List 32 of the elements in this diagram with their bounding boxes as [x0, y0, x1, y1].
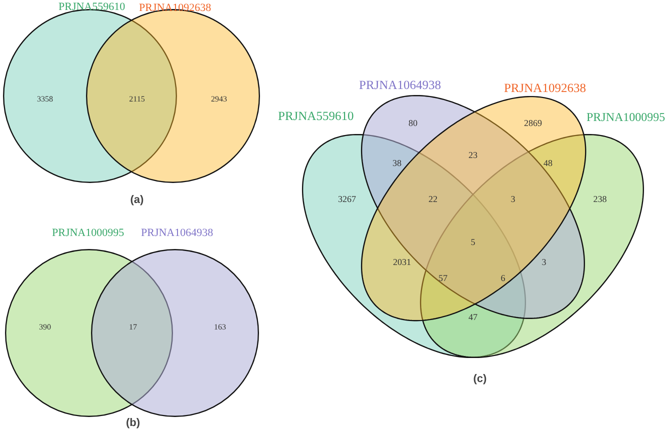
count-label: 3: [542, 258, 546, 268]
count-label: 17: [129, 324, 137, 332]
count-label: 3267: [338, 195, 356, 205]
count-label: 5: [470, 238, 476, 248]
count-label: 238: [593, 195, 607, 205]
count-label: 38: [392, 159, 402, 169]
panel-label: (a): [130, 194, 144, 206]
count-label: 80: [408, 119, 418, 129]
panel-label: (c): [473, 372, 487, 386]
set-label: PRJNA1000995: [586, 110, 666, 124]
count-label: 2115: [129, 96, 145, 104]
count-label: 3: [510, 195, 516, 205]
set-label: PRJNA559610: [58, 1, 126, 14]
set-label: PRJNA1000995: [52, 227, 124, 240]
count-label: 390: [39, 324, 51, 332]
count-label: 2031: [393, 258, 411, 268]
set-label: PRJNA559610: [278, 110, 354, 124]
count-label: 3358: [37, 96, 53, 104]
count-label: 2869: [524, 119, 542, 129]
count-label: 163: [214, 324, 226, 332]
count-label: 48: [544, 159, 552, 169]
set-label: PRJNA1092638: [504, 82, 586, 96]
count-label: 22: [428, 195, 438, 205]
panel-label: (b): [126, 416, 140, 430]
count-label: 47: [468, 313, 478, 323]
set-label: PRJNA1064938: [359, 79, 441, 93]
count-label: 57: [438, 274, 448, 284]
count-label: 2943: [211, 96, 227, 104]
set-label: PRJNA1092638: [139, 2, 212, 14]
count-label: 23: [468, 151, 478, 161]
count-label: 6: [500, 274, 506, 284]
set-label: PRJNA1064938: [141, 227, 214, 240]
